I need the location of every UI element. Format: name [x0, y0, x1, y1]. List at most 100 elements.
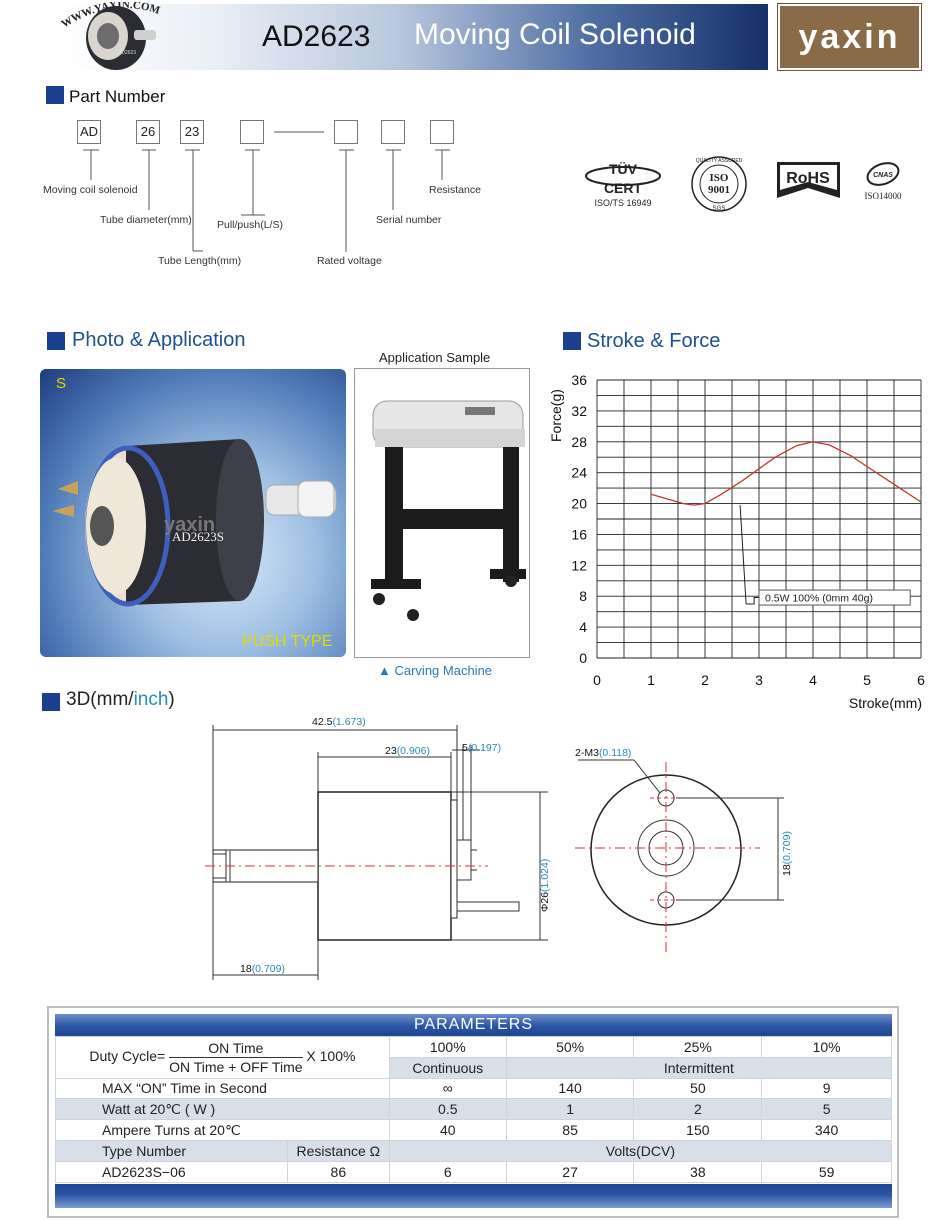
section-marker	[47, 332, 65, 350]
part-number-title: Part Number	[69, 87, 166, 106]
row-label-ampere-turns: Ampere Turns at 20℃	[55, 1119, 390, 1141]
svg-text:9001: 9001	[708, 184, 730, 196]
x-tick-label: 2	[701, 672, 709, 688]
dim-total-length: 42.5	[312, 716, 333, 728]
row-label-max-on: MAX “ON” Time in Second	[55, 1077, 390, 1100]
type-number-header: Type Number	[55, 1139, 288, 1162]
svg-text:QUALITY ASSURED: QUALITY ASSURED	[696, 158, 743, 164]
table-cell: 9	[761, 1077, 892, 1100]
table-cell: 50	[633, 1077, 763, 1100]
svg-text:ISO14000: ISO14000	[864, 191, 902, 201]
photo-corner-label: S	[56, 375, 67, 392]
y-tick-label: 36	[571, 372, 587, 388]
label-tube-length: Tube Length(mm)	[158, 255, 242, 267]
dimensions-title-prefix: 3D(mm/	[66, 689, 134, 710]
y-tick-label: 32	[571, 403, 587, 419]
header-model: AD2623	[262, 20, 371, 53]
resistance-header: Resistance Ω	[286, 1139, 390, 1162]
pn-box-voltage	[334, 120, 358, 144]
label-resistance: Resistance	[429, 184, 481, 196]
model-volts: 38	[633, 1160, 763, 1183]
duty-value: 10%	[761, 1036, 892, 1058]
label-rated-voltage: Rated voltage	[317, 255, 382, 267]
x-tick-label: 1	[647, 672, 655, 688]
volts-header: Volts(DCV)	[388, 1139, 893, 1162]
dimensions-title: 3D(mm/inch)	[66, 689, 175, 711]
duty-value: 100%	[388, 1036, 507, 1058]
y-tick-label: 8	[579, 588, 587, 604]
model-type-number: AD2623S−06	[55, 1160, 288, 1183]
svg-text:Φ26(1.024): Φ26(1.024)	[539, 859, 551, 912]
dim-screw: 2-M3	[575, 747, 599, 759]
dim-hole-pitch-inch: (0.709)	[781, 831, 793, 864]
svg-text:18(0.709): 18(0.709)	[781, 831, 793, 876]
label-serial-number: Serial number	[376, 214, 442, 226]
svg-text:2-M3(0.118): 2-M3(0.118)	[575, 747, 631, 759]
photo-section-title: Photo & Application	[72, 329, 246, 351]
carving-machine-image	[371, 400, 526, 621]
pn-box-serial	[381, 120, 405, 144]
x-tick-label: 0	[593, 672, 601, 688]
push-type-label: PUSH TYPE	[242, 633, 333, 650]
label-pull-push: Pull/push(L/S)	[217, 219, 283, 231]
chart-y-label: Force(g)	[548, 389, 564, 442]
svg-text:TÜV: TÜV	[609, 161, 638, 177]
dim-hole-pitch: 18	[781, 864, 793, 876]
duty-value: 25%	[633, 1036, 763, 1058]
pn-box-resistance	[430, 120, 454, 144]
photo-model-text: AD2623S	[172, 529, 224, 544]
dim-diameter-inch: (1.024)	[539, 859, 551, 892]
table-cell: ∞	[388, 1077, 507, 1100]
row-label-watt: Watt at 20℃ ( W )	[55, 1098, 390, 1121]
carving-machine-caption: ▲ Carving Machine	[378, 663, 493, 678]
pn-box-length: 23	[180, 120, 204, 144]
dimension-drawing: 42.5(1.673) 23(0.906) 5(0.197) 18(0.709)…	[205, 716, 793, 980]
rohs-logo: RoHS	[777, 162, 840, 198]
table-cell: 1	[505, 1098, 635, 1121]
brand-logo-text: yaxin	[798, 18, 901, 56]
pn-box-diameter: 26	[136, 120, 160, 144]
dimensions-title-inch: inch	[133, 689, 169, 710]
certification-logos: TÜV CERT ISO/TS 16949 ISO 9001 SGS QUALI…	[585, 156, 902, 212]
application-sample-title: Application Sample	[379, 350, 491, 365]
duty-cycle-cell: Duty Cycle= ON Time ON Time + OFF Time X…	[55, 1036, 390, 1079]
x-tick-label: 6	[917, 672, 925, 688]
chart-series-line	[650, 441, 922, 506]
svg-text:42.5(1.673): 42.5(1.673)	[312, 716, 366, 728]
table-cell: 150	[633, 1119, 763, 1141]
svg-text:ISO/TS 16949: ISO/TS 16949	[594, 198, 651, 208]
continuous-label: Continuous	[388, 1056, 507, 1079]
x-tick-label: 5	[863, 672, 871, 688]
intermittent-label: Intermittent	[505, 1056, 893, 1079]
y-tick-label: 20	[571, 496, 587, 512]
product-photo-panel: S yaxin AD2623S PUSH TYPE	[40, 369, 346, 657]
solenoid-photo: yaxin AD2623S	[52, 439, 337, 607]
tuv-cert-logo: TÜV CERT ISO/TS 16949	[585, 161, 661, 208]
dimensions-title-suffix: )	[168, 689, 175, 710]
header-photo-label: AD2623	[118, 50, 136, 56]
y-tick-label: 16	[571, 526, 587, 542]
svg-text:CNAS: CNAS	[873, 172, 893, 179]
table-cell: 40	[388, 1119, 507, 1141]
dim-flange: 5	[462, 742, 468, 754]
pn-box-pullpush	[240, 120, 264, 144]
svg-text:23(0.906): 23(0.906)	[385, 745, 430, 757]
parameters-table: PARAMETERS Duty Cycle= ON Time ON Time +…	[47, 1006, 899, 1218]
svg-text:5(0.197): 5(0.197)	[462, 742, 501, 754]
y-tick-label: 0	[579, 650, 587, 666]
dim-flange-inch: (0.197)	[468, 742, 501, 754]
header-product-name: Moving Coil Solenoid	[414, 18, 696, 51]
model-volts: 6	[388, 1160, 507, 1183]
chart-annotation-leader	[739, 505, 747, 604]
chart-title: Stroke & Force	[587, 330, 721, 352]
y-tick-label: 4	[579, 619, 587, 635]
parameters-grid: Duty Cycle= ON Time ON Time + OFF Time X…	[55, 1036, 893, 1183]
model-resistance: 86	[286, 1160, 390, 1183]
chart-annotation-text: 0.5W 100% (0mm 40g)	[765, 593, 873, 605]
parameters-title: PARAMETERS	[55, 1014, 892, 1036]
y-tick-label: 24	[571, 465, 587, 481]
label-tube-diameter: Tube diameter(mm)	[100, 214, 192, 226]
y-tick-label: 12	[571, 557, 587, 573]
